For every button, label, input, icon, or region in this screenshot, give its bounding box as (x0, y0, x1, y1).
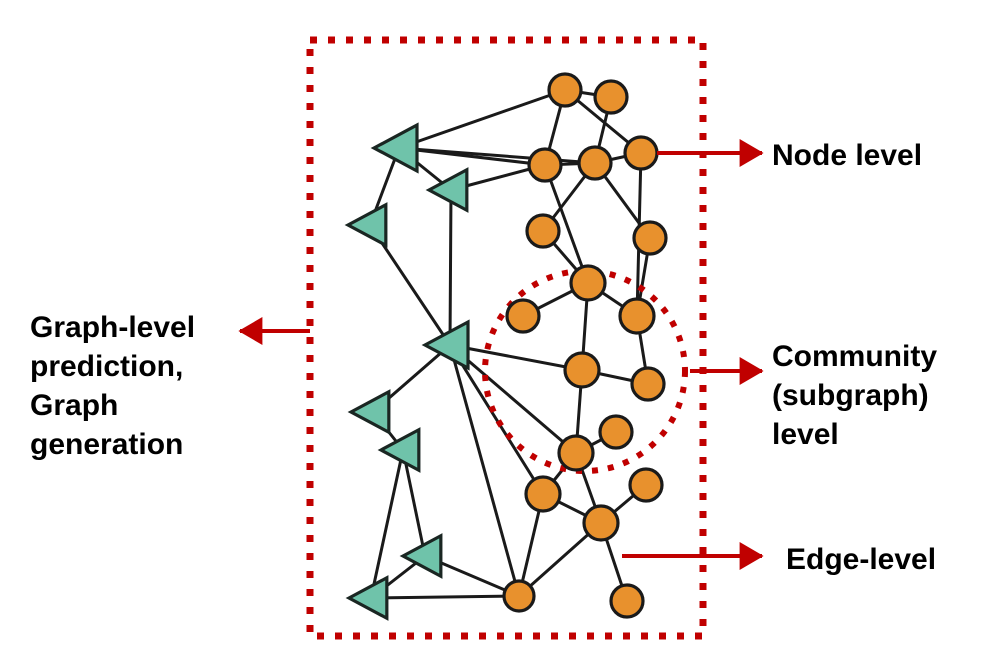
graph-node-circle (623, 135, 659, 171)
graph-node-circle (632, 220, 668, 256)
graph-edge (448, 343, 584, 372)
graph-node-triangle (345, 575, 389, 621)
graph-node-circle (569, 264, 607, 302)
graph-node-circle (524, 475, 562, 513)
graph-node-circle (502, 579, 536, 613)
graph-node-triangle (347, 389, 391, 435)
community-level-label-line-2: (subgraph) (772, 379, 929, 412)
community-boundary-circle (482, 268, 688, 474)
graph-edge (543, 163, 590, 285)
graph-edge (401, 448, 427, 558)
graph-node-circle (598, 414, 634, 450)
graph-node-circle (628, 467, 664, 503)
graph-node-circle (582, 504, 620, 542)
graph-node-circle (577, 145, 613, 181)
graph-node-circle (525, 213, 561, 249)
graph-node-circle (593, 79, 629, 115)
graph-level-label-line-4: generation (30, 428, 184, 461)
graph-edge (448, 343, 578, 455)
community-level-label-line-1: Community (772, 340, 937, 373)
node-level-label-line-1: Node level (772, 139, 923, 172)
graph-edge (448, 343, 545, 496)
graph-node-triangle (421, 319, 470, 371)
node-level-label: Node level (772, 136, 922, 175)
graph-node-circle (609, 583, 645, 619)
community-level-label-line-3: level (772, 418, 839, 451)
graph-node-circle (618, 297, 656, 335)
graph-node-circle (505, 298, 541, 334)
graph-nodes (344, 72, 668, 621)
graph-node-triangle (377, 427, 421, 473)
annotation-arrows (238, 139, 764, 570)
graph-edge (397, 88, 567, 150)
edge-level-label-line-1: Edge-level (786, 543, 937, 576)
graph-boundary-box (306, 36, 707, 640)
graph-level-label: Graph-level prediction, Graph generation (30, 308, 260, 464)
graph-edge (369, 594, 521, 600)
graph-node-circle (563, 351, 601, 389)
graph-boundary-rect (306, 36, 707, 640)
graph-node-circle (557, 434, 595, 472)
community-circle (482, 268, 688, 474)
graph-edge (369, 448, 405, 600)
graph-edge (448, 188, 453, 347)
edge-level-label: Edge-level (786, 540, 936, 579)
graph-level-label-line-3: Graph (30, 389, 119, 422)
community-level-label: Community (subgraph) level (772, 337, 992, 454)
graph-edge (397, 146, 597, 165)
graph-node-triangle (399, 533, 443, 579)
graph-node-circle (630, 366, 666, 402)
graph-node-triangle (370, 122, 419, 174)
graph-level-label-line-1: Graph-level (30, 311, 196, 344)
graph-level-label-line-2: prediction, (30, 350, 184, 383)
graph-edge (448, 343, 521, 598)
graph-node-circle (527, 147, 563, 183)
graph-node-circle (547, 72, 583, 108)
graph-node-triangle (425, 167, 469, 213)
graph-node-triangle (344, 202, 388, 248)
